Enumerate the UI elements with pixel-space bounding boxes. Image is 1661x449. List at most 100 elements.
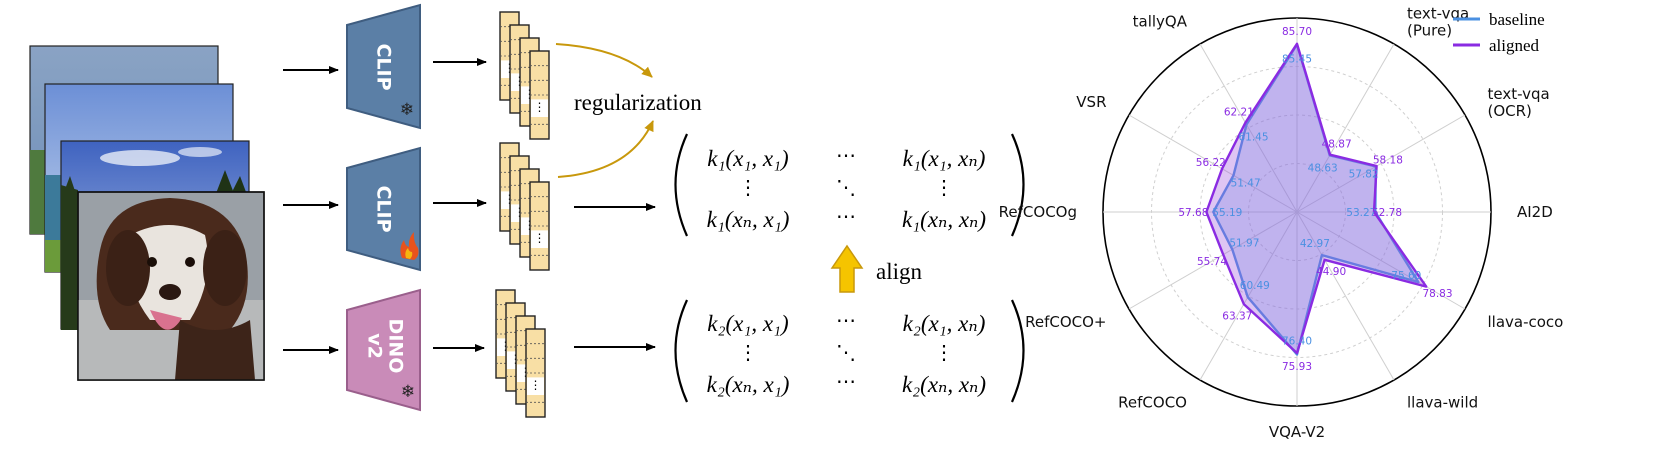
kernel-matrix-top: k₁(x₁, x₁) ⋯ k₁(x₁, xₙ) ⋮ ⋱ ⋮ k₁(xₙ, x₁)… — [674, 133, 1025, 237]
radar-value-label-baseline: 85.45 — [1282, 54, 1312, 66]
radar-value-label-baseline: 57.82 — [1349, 169, 1379, 181]
feature-stack: ⋮⋮⋮⋮ — [499, 142, 550, 271]
radar-value-label-aligned: 55.74 — [1197, 256, 1227, 268]
radar-axis-label: llava-coco — [1488, 313, 1564, 331]
matrix-cell: k₁(x₁, xₙ) — [903, 146, 986, 171]
radar-value-label-baseline: 51.47 — [1231, 177, 1261, 189]
radar-spoke — [1296, 211, 1395, 381]
matrix-vdots: ⋮ — [934, 342, 954, 364]
encoder-label: CLIP — [373, 185, 395, 232]
radar-value-label-baseline: 42.97 — [1300, 238, 1330, 250]
radar-value-label-aligned: 56.22 — [1196, 157, 1226, 169]
input-arrows — [283, 66, 339, 354]
regularization-arrow-bottom — [557, 120, 654, 178]
radar-value-labels: 85.45 48.63 57.82 53.27 75.60 42.97 76.40 60.49… — [1178, 26, 1452, 373]
feature-arrows — [433, 58, 487, 352]
radar-axis-label: VSR — [1076, 93, 1106, 111]
radar-axis-label: pope — [1278, 0, 1315, 1]
matrix-right-paren — [1010, 133, 1025, 237]
radar-spoke — [1199, 43, 1298, 213]
radar-axis-label: text-vqa(Pure) — [1407, 5, 1469, 40]
matrix-right-paren — [1010, 299, 1025, 403]
snowflake-icon: ❄ — [400, 100, 414, 120]
dog-photo — [77, 191, 265, 381]
regularization-arrows — [555, 43, 654, 178]
radar-value-label-aligned: 85.70 — [1282, 26, 1312, 38]
encoder-label: v2 — [364, 333, 386, 359]
matrix-hdots: ⋯ — [836, 371, 856, 393]
matrix-left-paren — [674, 299, 689, 403]
radar-value-label-aligned: 63.37 — [1222, 310, 1252, 322]
radar-value-label-aligned: 75.93 — [1282, 361, 1312, 373]
radar-value-label-baseline: 48.63 — [1308, 162, 1338, 174]
radar-grid — [1102, 17, 1492, 407]
kernel-matrix-bottom: k₂(x₁, x₁) ⋯ k₂(x₁, xₙ) ⋮ ⋱ ⋮ k₂(xₙ, x₁)… — [674, 299, 1025, 403]
matrix-cell: k₂(xₙ, xₙ) — [902, 372, 986, 397]
radar-spoke — [1128, 114, 1298, 213]
radar-value-label-baseline: 60.49 — [1240, 280, 1270, 292]
radar-axis-label: tallyQA — [1133, 13, 1188, 31]
ellipsis-glyph: ⋮ — [534, 100, 546, 114]
feature-vector: ⋮ — [529, 181, 550, 271]
radar-axis-label: RefCOCOg — [999, 203, 1077, 221]
radar-value-label-baseline: 51.97 — [1229, 237, 1259, 249]
legend-label-aligned: aligned — [1489, 36, 1540, 55]
radar-value-label-aligned: 52.78 — [1372, 207, 1402, 219]
image-stack — [29, 45, 265, 381]
radar-axis-labels: pope text-vqa(Pure) text-vqa(OCR) AI2D llava… — [999, 0, 1564, 441]
feature-stacks: ⋮⋮⋮⋮⋮⋮⋮⋮⋮⋮⋮⋮ — [495, 11, 550, 418]
radar-series-aligned — [1205, 42, 1428, 355]
feature-vector: ⋮ — [525, 328, 546, 418]
radar-value-label-aligned: 58.18 — [1373, 155, 1403, 167]
matrix-cell: k₁(xₙ, xₙ) — [902, 207, 986, 232]
radar-value-label-baseline: 75.60 — [1391, 270, 1421, 282]
radar-spoke — [1296, 211, 1466, 310]
radar-value-label-aligned: 78.83 — [1422, 288, 1452, 300]
matrix-left-paren — [674, 133, 689, 237]
radar-axis-label: VQA-V2 — [1269, 423, 1325, 441]
legend-label-baseline: baseline — [1489, 10, 1545, 29]
radar-value-label-aligned: 44.90 — [1316, 266, 1346, 278]
snowflake-icon: ❄ — [401, 382, 415, 402]
radar-axis-label: RefCOCO+ — [1025, 313, 1106, 331]
matrix-cell: k₁(x₁, x₁) — [707, 146, 788, 171]
radar-spoke — [1296, 43, 1395, 213]
flame-icon — [400, 232, 419, 260]
radar-value-label-aligned: 48.87 — [1322, 139, 1352, 151]
encoder-clip-frozen: CLIP ❄ — [346, 3, 421, 130]
chart-legend: baseline aligned — [1453, 10, 1545, 55]
regularization-label: regularization — [574, 90, 702, 115]
radar-axis-label: AI2D — [1517, 203, 1553, 221]
radar-series — [1205, 42, 1428, 356]
radar-value-label-baseline: 55.19 — [1212, 207, 1242, 219]
matrix-ddots: ⋱ — [836, 177, 856, 199]
radar-spoke — [1128, 211, 1298, 310]
radar-value-label-baseline: 61.45 — [1238, 132, 1268, 144]
matrix-hdots: ⋯ — [836, 206, 856, 228]
feature-stack: ⋮⋮⋮⋮ — [499, 11, 550, 140]
encoder-label: DINO — [385, 319, 407, 374]
matrix-vdots: ⋮ — [934, 177, 954, 199]
radar-spoke — [1296, 114, 1466, 213]
encoder-dinov2: v2 DINO ❄ — [346, 288, 421, 412]
matrix-cell: k₂(xₙ, x₁) — [707, 372, 790, 397]
radar-axis-label: text-vqa(OCR) — [1488, 85, 1550, 120]
encoder-label: CLIP — [373, 43, 395, 90]
feature-stack: ⋮⋮⋮⋮ — [495, 289, 546, 418]
radar-value-label-baseline: 53.27 — [1346, 207, 1376, 219]
matrix-cell: k₂(x₁, x₁) — [707, 311, 788, 336]
align-indicator: align — [830, 244, 922, 293]
regularization-arrow-top — [555, 43, 653, 78]
radar-value-label-baseline: 76.40 — [1282, 336, 1312, 348]
align-label: align — [876, 259, 922, 284]
matrix-vdots: ⋮ — [738, 342, 758, 364]
radar-value-label-aligned: 62.21 — [1224, 106, 1254, 118]
matrix-cell: k₂(x₁, xₙ) — [903, 311, 986, 336]
matrix-vdots: ⋮ — [738, 177, 758, 199]
ellipsis-glyph: ⋮ — [534, 231, 546, 245]
matrix-hdots: ⋯ — [836, 310, 856, 332]
radar-axis-label: llava-wild — [1407, 394, 1478, 412]
matrix-cell: k₁(xₙ, x₁) — [707, 207, 790, 232]
ellipsis-glyph: ⋮ — [530, 378, 542, 392]
align-arrow-icon — [830, 244, 864, 293]
